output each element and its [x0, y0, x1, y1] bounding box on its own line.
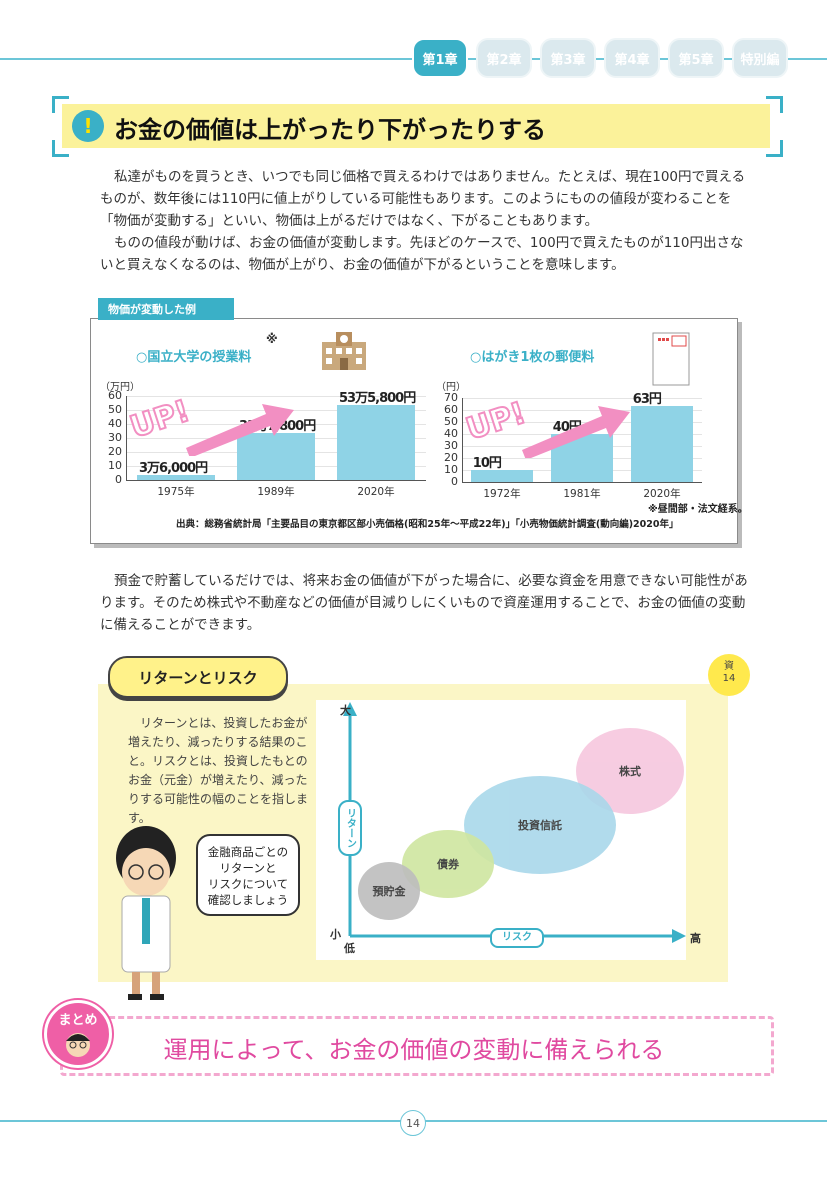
return-risk-explanation: リターンとは、投資したお金が増えたり、減ったりする結果のこと。リスクとは、投資し…: [128, 714, 308, 828]
chapter-tabs: 第1章 第2章 第3章 第4章 第5章 特別編: [412, 38, 788, 78]
x-tick-label: 2020年: [643, 488, 681, 500]
y-tick-label: 30: [444, 439, 458, 452]
x-tick-label: 1972年: [483, 488, 521, 500]
bar-value-label: 3万6,000円: [139, 460, 208, 476]
tab-chapter-1[interactable]: 第1章: [412, 38, 468, 78]
intro-paragraph-2: ものの値段が動けば、お金の価値が変動します。先ほどのケースで、100円で買えたも…: [100, 235, 744, 273]
chart1-ylabel: （万円）: [100, 382, 140, 393]
teacher-character: [100, 824, 190, 1004]
x-tick-label: 2020年: [357, 486, 395, 498]
page-title: お金の価値は上がったり下がったりする: [114, 116, 546, 144]
speech-line: 確認しましょう: [207, 893, 289, 907]
x-tick-label: 1989年: [257, 486, 295, 498]
speech-line: リターンと: [219, 861, 277, 875]
bar: [630, 406, 694, 482]
y-axis: [126, 396, 127, 480]
up-arrow-icon: [482, 398, 632, 462]
tab-chapter-4[interactable]: 第4章: [604, 38, 660, 78]
x-tick-label: 1975年: [157, 486, 195, 498]
speech-bubble: 金融商品ごとの リターンと リスクについて 確認しましょう: [196, 834, 300, 916]
chart1-title-mark: ※: [266, 332, 278, 346]
y-tick-label: 0: [451, 475, 458, 488]
y-tick-label: 70: [444, 391, 458, 404]
exclamation-icon: !: [72, 110, 104, 142]
y-tick-label: 40: [444, 427, 458, 440]
intro-paragraph-1: 私達がものを買うとき、いつでも同じ価格で買えるわけではありません。たとえば、現在…: [100, 169, 746, 229]
y-tick-label: 50: [108, 403, 122, 416]
bar: [137, 474, 215, 480]
y-tick-label: 20: [444, 451, 458, 464]
y-tick-label: 10: [108, 459, 122, 472]
gridline: [462, 482, 702, 483]
bar-value-label: 63円: [632, 392, 662, 408]
chart2-title: ○はがき1枚の郵便料: [470, 350, 595, 365]
tab-chapter-2[interactable]: 第2章: [476, 38, 532, 78]
page-number: 14: [400, 1110, 426, 1136]
x-axis-label: リスク: [490, 928, 544, 948]
reference-badge-number: 14: [722, 673, 736, 684]
y-tick-label: 30: [108, 431, 122, 444]
chart1-title: ○国立大学の授業料: [136, 350, 252, 365]
return-risk-label: リターンとリスク: [108, 656, 288, 698]
y-tick-label: 60: [108, 389, 122, 402]
corner-mark: [52, 140, 69, 157]
chart-note: ※昼間部・法文経系。: [648, 504, 748, 515]
reference-badge[interactable]: 資 14: [708, 654, 750, 696]
university-building-icon: [318, 330, 370, 372]
speech-line: 金融商品ごとの: [207, 845, 289, 859]
gridline: [126, 396, 426, 397]
gridline: [462, 422, 702, 423]
postcard-icon: [652, 332, 692, 388]
bar-value-label: 53万5,800円: [339, 391, 416, 406]
bar-value-label: 10円: [472, 456, 502, 471]
y-axis-label: リターン: [338, 800, 362, 856]
x-axis-low: 低: [344, 942, 355, 955]
bubble-deposit: 預貯金: [358, 862, 420, 920]
corner-mark: [766, 140, 783, 157]
corner-mark: [52, 96, 69, 113]
y-tick-label: 10: [444, 463, 458, 476]
gridline: [462, 410, 702, 411]
y-tick-label: 40: [108, 417, 122, 430]
tab-chapter-5[interactable]: 第5章: [668, 38, 724, 78]
return-risk-paragraph: リターンとは、投資したお金が増えたり、減ったりする結果のこと。リスクとは、投資し…: [128, 716, 309, 825]
y-tick-label: 20: [108, 445, 122, 458]
chart2-ylabel: （円）: [436, 382, 466, 393]
chart1: 01020304050603万6,000円1975年33万7,800円1989年…: [100, 389, 440, 510]
chart-source: 出典：総務省統計局「主要品目の東京都区部小売価格(昭和25年～平成22年)」「小…: [176, 519, 679, 530]
up-arrow-icon: [146, 396, 296, 460]
panel-tag: 物価が変動した例: [98, 298, 234, 320]
x-tick-label: 1981年: [563, 488, 601, 500]
middle-paragraph: 預金で貯蓄しているだけでは、将来お金の価値が下がった場合に、必要な資金を用意でき…: [100, 573, 748, 633]
character-face-icon: [66, 1033, 90, 1057]
reference-badge-top: 資: [724, 661, 734, 672]
return-risk-axes: [343, 702, 686, 943]
y-axis-high: 大: [340, 704, 351, 717]
intro-text: 私達がものを買うとき、いつでも同じ価格で買えるわけではありません。たとえば、現在…: [100, 166, 750, 276]
y-axis: [462, 398, 463, 482]
gridline: [462, 398, 702, 399]
tab-special[interactable]: 特別編: [732, 38, 788, 78]
speech-line: リスクについて: [207, 877, 289, 891]
y-tick-label: 60: [444, 403, 458, 416]
bar: [237, 432, 315, 480]
summary-text: 運用によって、お金の価値の変動に備えられる: [163, 1036, 665, 1064]
bar: [470, 470, 534, 482]
middle-text: 預金で貯蓄しているだけでは、将来お金の価値が下がった場合に、必要な資金を用意でき…: [100, 570, 750, 636]
summary-badge-label: まとめ: [58, 1013, 98, 1028]
x-axis-high: 高: [690, 932, 701, 945]
gridline: [126, 480, 426, 481]
tab-chapter-3[interactable]: 第3章: [540, 38, 596, 78]
corner-mark: [766, 96, 783, 113]
y-axis-low: 小: [330, 928, 341, 941]
summary-badge: まとめ: [44, 1000, 112, 1068]
summary-box: [60, 1016, 774, 1076]
y-tick-label: 50: [444, 415, 458, 428]
y-tick-label: 0: [115, 473, 122, 486]
title-banner: [62, 104, 770, 148]
bar: [337, 404, 415, 480]
